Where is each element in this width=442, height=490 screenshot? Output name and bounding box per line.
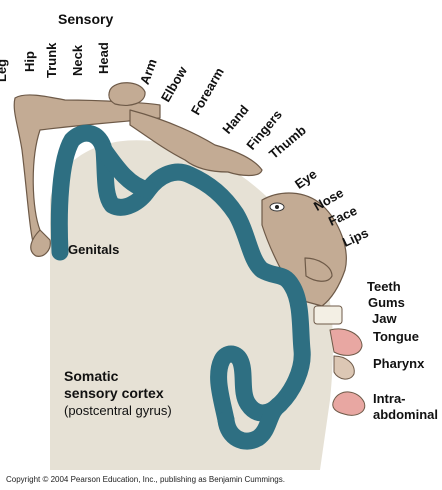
cortex-label-line-1: Somatic	[64, 368, 172, 385]
label-head: Head	[97, 42, 110, 74]
label-leg: Leg	[0, 59, 8, 82]
label-intra: Intra-	[373, 392, 406, 405]
tongue	[330, 329, 362, 355]
label-teeth: Teeth	[367, 280, 401, 293]
intra-abdominal-organ	[333, 392, 365, 415]
sensory-title: Sensory	[58, 12, 113, 26]
cortex-label-line-2: sensory cortex	[64, 385, 172, 402]
pharynx	[334, 356, 354, 379]
copyright: Copyright © 2004 Pearson Education, Inc.…	[6, 475, 285, 484]
label-trunk: Trunk	[45, 43, 58, 78]
homunculus-pupil	[275, 205, 279, 209]
label-abdominal: abdominal	[373, 408, 438, 421]
label-pharynx: Pharynx	[373, 357, 424, 370]
cortex-label: Somatic sensory cortex (postcentral gyru…	[64, 368, 172, 419]
label-hip: Hip	[23, 51, 36, 72]
teeth	[314, 306, 342, 324]
cortex-label-line-3: (postcentral gyrus)	[64, 402, 172, 419]
label-genitals: Genitals	[68, 243, 119, 256]
label-gums: Gums	[368, 296, 405, 309]
homunculus-head-top	[109, 83, 145, 106]
label-jaw: Jaw	[372, 312, 397, 325]
label-tongue: Tongue	[373, 330, 419, 343]
label-neck: Neck	[71, 45, 84, 76]
